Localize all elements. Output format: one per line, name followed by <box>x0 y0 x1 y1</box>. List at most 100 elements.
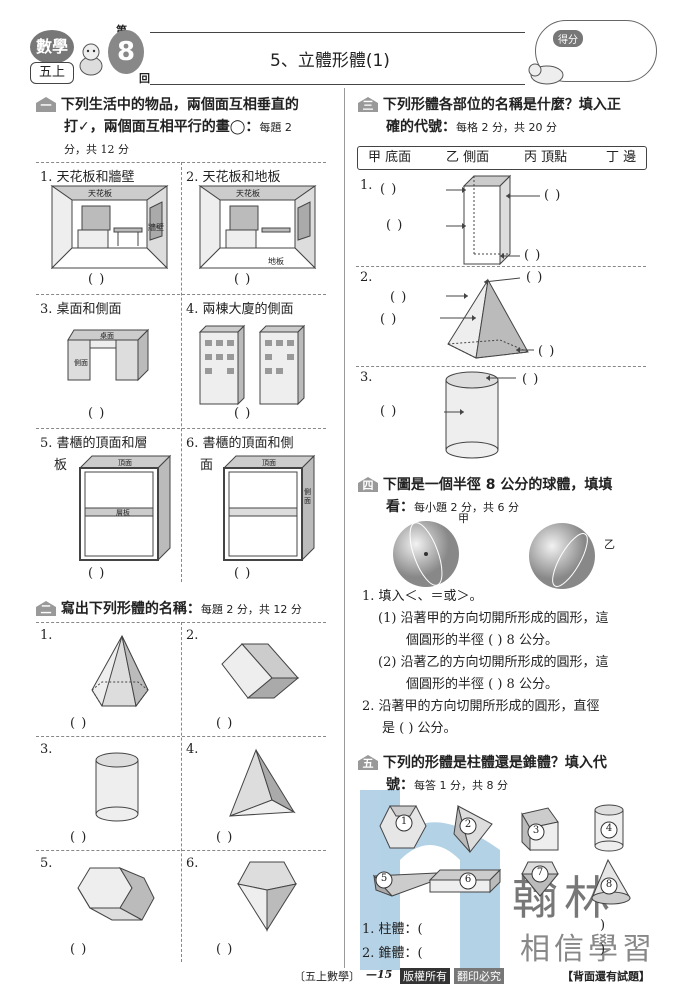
square-pyramid-image <box>446 278 530 359</box>
answer-line-prism-end: ) <box>600 918 606 933</box>
shape-number: 7 <box>536 867 544 878</box>
q1b-line2[interactable]: 個圓形的半徑 ( ) 8 公分。 <box>406 677 558 692</box>
footer-rights: 版權所有 <box>400 968 450 984</box>
sphere-label: 甲 <box>458 512 469 525</box>
triangular-pyramid-shape <box>453 805 493 854</box>
img-label: 桌面 <box>100 332 114 340</box>
answer-blank[interactable]: ( ) <box>526 270 544 285</box>
item-number: 2. <box>186 628 199 643</box>
section-number-badge: 五 <box>358 755 378 770</box>
answer-blank[interactable]: ( ) <box>522 372 540 387</box>
footer-book: 〔五上數學〕 <box>294 970 360 983</box>
divider <box>181 622 182 962</box>
answer-blank[interactable]: ( ) <box>234 566 252 581</box>
section1-title-line2: 打✓，兩個面互相平行的畫◯： <box>64 119 260 135</box>
section4-scoring: 每小題 2 分，共 6 分 <box>414 501 519 514</box>
divider <box>36 850 326 851</box>
answer-line-pyramid[interactable]: 2. 錐體：( <box>362 946 423 961</box>
section4-header: 四 下圖是一個半徑 8 公分的球體，填填 看：每小題 2 分，共 6 分 <box>358 474 658 519</box>
answer-blank[interactable]: ( ) <box>544 188 562 203</box>
arrows <box>440 277 534 353</box>
subject-badge: 數學 <box>30 30 74 64</box>
q1: 1. 填入＜、＝或＞。 <box>362 589 483 604</box>
divider <box>356 266 646 267</box>
q2-line1: 2. 沿著甲的方向切開所形成的圓形，直徑 <box>362 699 600 714</box>
item-label: 2. 天花板和地板 <box>186 170 281 185</box>
section5-header: 五 下列的形體是柱體還是錐體？填入代 號：每答 1 分，共 8 分 <box>358 752 658 797</box>
answer-blank[interactable]: ( ) <box>216 716 234 731</box>
answer-blank[interactable]: ( ) <box>70 942 88 957</box>
room-wall-ceiling-image <box>50 185 169 270</box>
section3-scoring: 每格 2 分，共 20 分 <box>456 121 557 134</box>
q1a-line1: (1) 沿著甲的方向切開所形成的圓形，這 <box>378 611 609 626</box>
triangular-prism-shape <box>521 807 559 852</box>
pentagonal-pyramid-inverted-image <box>236 861 298 932</box>
answer-blank[interactable]: ( ) <box>88 566 106 581</box>
item-number: 3. <box>40 742 53 757</box>
score-label: 得分 <box>553 30 583 47</box>
room-ceiling-floor-image <box>198 185 317 270</box>
item-number: 4. <box>186 742 199 757</box>
answer-blank[interactable]: ( ) <box>216 942 234 957</box>
section5-title-line2: 號： <box>386 777 414 793</box>
item-number: 6. <box>186 856 199 871</box>
section1-scoring-a: 每題 2 <box>259 121 292 134</box>
item-number: 1. <box>360 178 373 193</box>
answer-blank[interactable]: ( ) <box>216 830 234 845</box>
img-label: 層板 <box>116 509 130 517</box>
legend-item: 丁 邊 <box>606 150 637 165</box>
img-label: 天花板 <box>236 189 260 198</box>
answer-blank[interactable]: ( ) <box>386 218 404 233</box>
watermark-slogan: 相信學習 <box>520 932 656 967</box>
q2-line2[interactable]: 是 ( ) 公分。 <box>382 721 457 736</box>
shape-number: 5 <box>380 873 388 884</box>
section2-scoring: 每題 2 分，共 12 分 <box>200 603 302 616</box>
answer-blank[interactable]: ( ) <box>234 406 252 421</box>
legend-item: 乙 側面 <box>446 150 490 165</box>
answer-blank[interactable]: ( ) <box>390 290 408 305</box>
divider <box>36 736 326 737</box>
answer-blank[interactable]: ( ) <box>524 248 542 263</box>
item-label: 4. 兩棟大廈的側面 <box>186 302 294 317</box>
pentagonal-pyramid-shape <box>520 861 560 897</box>
shape-number: 6 <box>464 874 472 885</box>
desk-image <box>67 328 150 382</box>
footer-no-copy: 翻印必究 <box>454 968 504 984</box>
footer-page-number: —15 <box>366 968 393 981</box>
lesson-number: 8 <box>108 30 144 74</box>
section4-title-line2: 看： <box>386 499 414 515</box>
legend-box: 甲 底面 乙 側面 丙 頂點 丁 邊 <box>357 146 647 170</box>
item-label: 1. 天花板和牆壁 <box>40 170 135 185</box>
q1a-line2[interactable]: 個圓形的半徑 ( ) 8 公分。 <box>406 633 558 648</box>
answer-blank[interactable]: ( ) <box>88 406 106 421</box>
img-label: 頂面 <box>262 459 276 467</box>
answer-blank[interactable]: ( ) <box>538 344 556 359</box>
bookshelf-image <box>222 454 316 562</box>
answer-blank[interactable]: ( ) <box>70 830 88 845</box>
section3-title-line2: 確的代號： <box>386 119 456 135</box>
header-rule-top <box>150 32 525 33</box>
answer-blank[interactable]: ( ) <box>380 404 398 419</box>
item-label: 6. 書櫃的頂面和側 <box>186 436 294 451</box>
pentagonal-prism-shape <box>379 805 427 849</box>
cartoon-cat-icon <box>78 42 104 76</box>
divider <box>356 366 646 367</box>
answer-blank[interactable]: ( ) <box>380 182 398 197</box>
two-buildings-image <box>198 324 306 406</box>
section2-title: 寫出下列形體的名稱： <box>60 601 201 617</box>
answer-blank[interactable]: ( ) <box>70 716 88 731</box>
triangular-pyramid-image <box>229 748 296 817</box>
answer-blank[interactable]: ( ) <box>234 272 252 287</box>
img-label: 天花板 <box>88 189 112 198</box>
img-label: 地板 <box>268 257 284 266</box>
shape-number: 2 <box>464 819 472 830</box>
q1b-line1: (2) 沿著乙的方向切開所形成的圓形，這 <box>378 655 609 670</box>
page-title: 5、立體形體(1) <box>270 51 390 71</box>
section-number-badge: 二 <box>36 601 56 616</box>
cartoon-sheep-icon <box>527 58 567 86</box>
answer-line-prism[interactable]: 1. 柱體：( <box>362 922 423 937</box>
answer-blank[interactable]: ( ) <box>88 272 106 287</box>
answer-blank[interactable]: ( ) <box>380 312 398 327</box>
arrows <box>444 375 516 415</box>
sphere-label: 乙 <box>604 538 615 551</box>
